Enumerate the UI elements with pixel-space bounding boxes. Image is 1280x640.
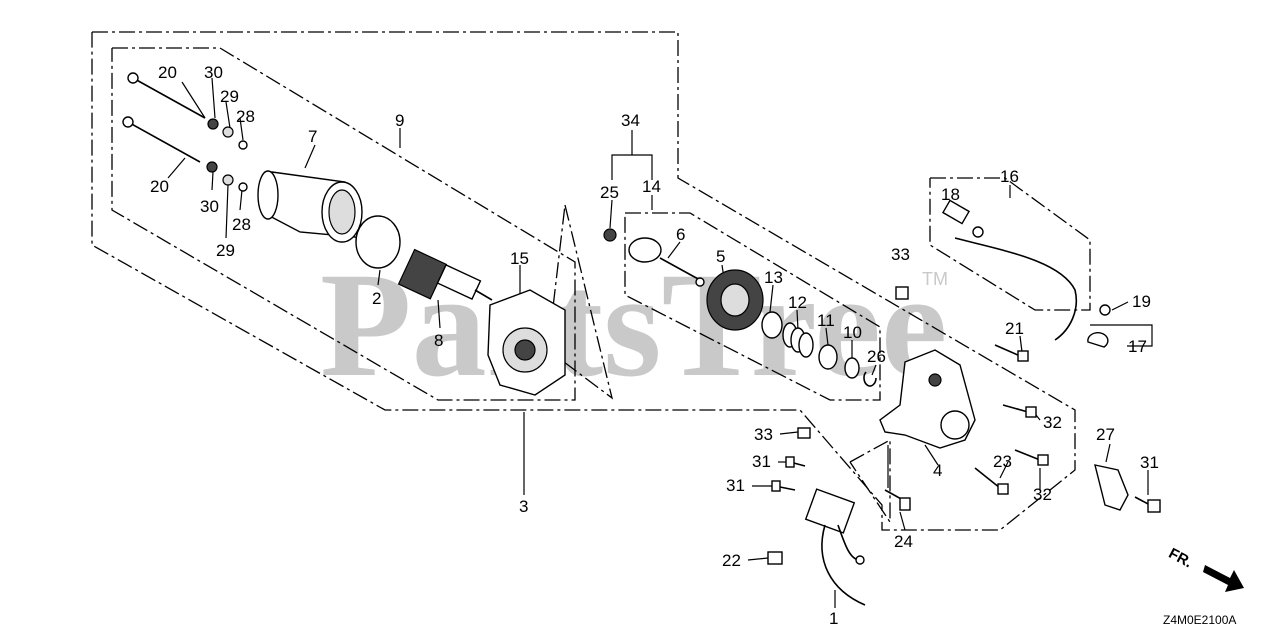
callout-30-top: 30: [204, 63, 223, 82]
washer-25-part: [603, 228, 617, 242]
callout-26: 26: [867, 347, 886, 366]
callout-22: 22: [722, 551, 741, 570]
callout-30-bottom: 30: [200, 197, 219, 216]
armature-part: [397, 248, 493, 301]
callout-10: 10: [843, 323, 862, 342]
pinion-shaft-part: [628, 237, 705, 287]
callout-21: 21: [1005, 319, 1024, 338]
callout-8: 8: [434, 331, 443, 350]
callout-33-upper: 33: [891, 245, 910, 264]
callout-23: 23: [993, 452, 1012, 471]
nut-33b-part: [797, 427, 811, 439]
callout-24: 24: [894, 532, 913, 551]
callout-7: 7: [308, 127, 317, 146]
ring-26-part: [863, 371, 877, 387]
callout-34: 34: [621, 111, 640, 130]
solenoid-part: [767, 427, 866, 606]
washer-icon: [207, 118, 219, 130]
callout-19: 19: [1132, 292, 1151, 311]
callout-20-bottom: 20: [150, 177, 169, 196]
callout-25: 25: [600, 183, 619, 202]
callout-32-lower: 32: [1033, 485, 1052, 504]
starter-assembly-boundary: [91, 31, 1076, 531]
bracket-27-part: [1094, 464, 1161, 513]
callout-28-top: 28: [236, 107, 255, 126]
callout-29-top: 29: [220, 87, 239, 106]
pinion-assembly-boundary: [624, 212, 881, 401]
motor-assembly-boundary: [111, 47, 576, 401]
front-direction-indicator: FR.: [1166, 545, 1244, 592]
callout-9: 9: [395, 111, 404, 130]
callout-16: 16: [1000, 167, 1019, 186]
callout-18: 18: [941, 185, 960, 204]
collar-13-part: [761, 311, 783, 339]
bracket-bolts: [884, 344, 1049, 511]
arrow-right-icon: [1203, 565, 1244, 592]
callout-3: 3: [519, 497, 528, 516]
callout-15: 15: [510, 249, 529, 268]
o-ring-part: [355, 215, 401, 269]
spring-12-part: [782, 322, 814, 358]
callout-2: 2: [372, 289, 381, 308]
callout-29-bottom: 29: [216, 241, 235, 260]
callout-12: 12: [788, 293, 807, 312]
callout-5: 5: [716, 247, 725, 266]
nut-22-part: [767, 551, 783, 565]
callout-33-lower: 33: [754, 425, 773, 444]
callout-32-upper: 32: [1043, 413, 1062, 432]
solenoid-boundary: [849, 438, 891, 525]
callout-6: 6: [676, 225, 685, 244]
collar-11-part: [818, 344, 838, 370]
gear-part: [706, 269, 764, 331]
callout-17: 17: [1128, 337, 1147, 356]
wire-harness-boundary: [929, 177, 1091, 311]
watermark-trademark: TM: [922, 269, 948, 289]
callout-13: 13: [764, 268, 783, 287]
front-cover-part: [487, 289, 566, 396]
wire-harness-part: [942, 199, 1111, 348]
callout-27: 27: [1096, 425, 1115, 444]
callout-31-right: 31: [1140, 453, 1159, 472]
direction-label: FR.: [1166, 545, 1195, 571]
callout-labels: 20 30 29 28 20 30 28 29 7 9 2 8 15 3 34 …: [150, 63, 1159, 628]
stopper-10-part: [844, 357, 860, 379]
callout-31-lower: 31: [726, 476, 745, 495]
callout-11: 11: [817, 311, 835, 330]
case-bracket-boundary: [547, 204, 614, 400]
nut-33-part: [895, 286, 909, 300]
assembly-boundaries: [91, 31, 1091, 531]
callout-28-bottom: 28: [232, 215, 251, 234]
callout-4: 4: [933, 461, 942, 480]
callout-14: 14: [642, 177, 661, 196]
callout-31-upper: 31: [752, 452, 771, 471]
callout-20-top: 20: [158, 63, 177, 82]
callout-1: 1: [829, 609, 838, 628]
yoke-part: [257, 170, 367, 243]
diagram-code: Z4M0E2100A: [1163, 613, 1236, 627]
through-bolts: [122, 72, 248, 192]
front-bracket-part: [879, 349, 976, 449]
